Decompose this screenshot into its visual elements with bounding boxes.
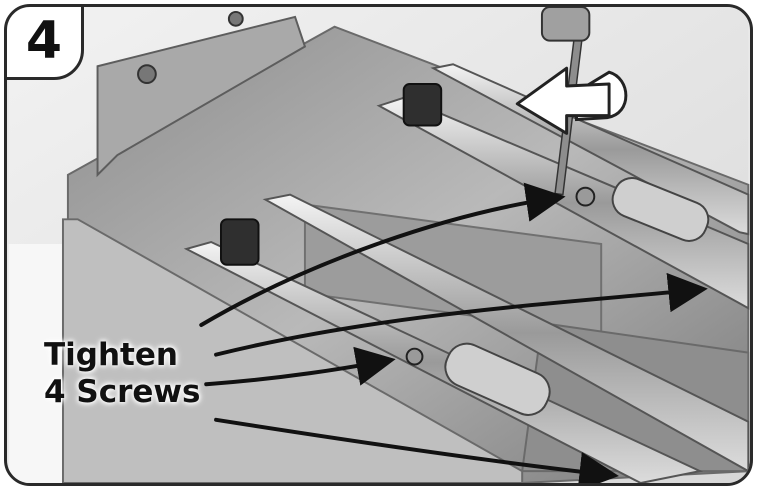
lower-slide-rail <box>183 240 704 483</box>
screw <box>405 347 424 366</box>
step-number: 4 <box>25 11 63 71</box>
rubber-stopper <box>219 218 260 266</box>
callout-arrows <box>199 182 708 483</box>
arrow-to-lower-right-screw <box>214 417 619 483</box>
clockwise-rotate-arrow-icon <box>515 66 628 135</box>
flange-screw <box>137 64 157 85</box>
arrow-to-lower-screw <box>204 346 396 387</box>
callout-line-1: Tighten <box>44 337 178 373</box>
callout-line-2: 4 Screws <box>44 374 201 410</box>
screw <box>575 186 596 207</box>
drawer-slide-photo <box>8 7 750 483</box>
illustration-frame: 4 Tighten 4 Screws <box>4 4 753 486</box>
rubber-stopper <box>402 83 443 127</box>
step-number-badge: 4 <box>7 7 84 80</box>
arrow-to-upper-right-screw <box>214 272 708 357</box>
arrow-to-upper-screw <box>199 182 566 327</box>
instruction-callout: Tighten 4 Screws <box>44 337 200 411</box>
